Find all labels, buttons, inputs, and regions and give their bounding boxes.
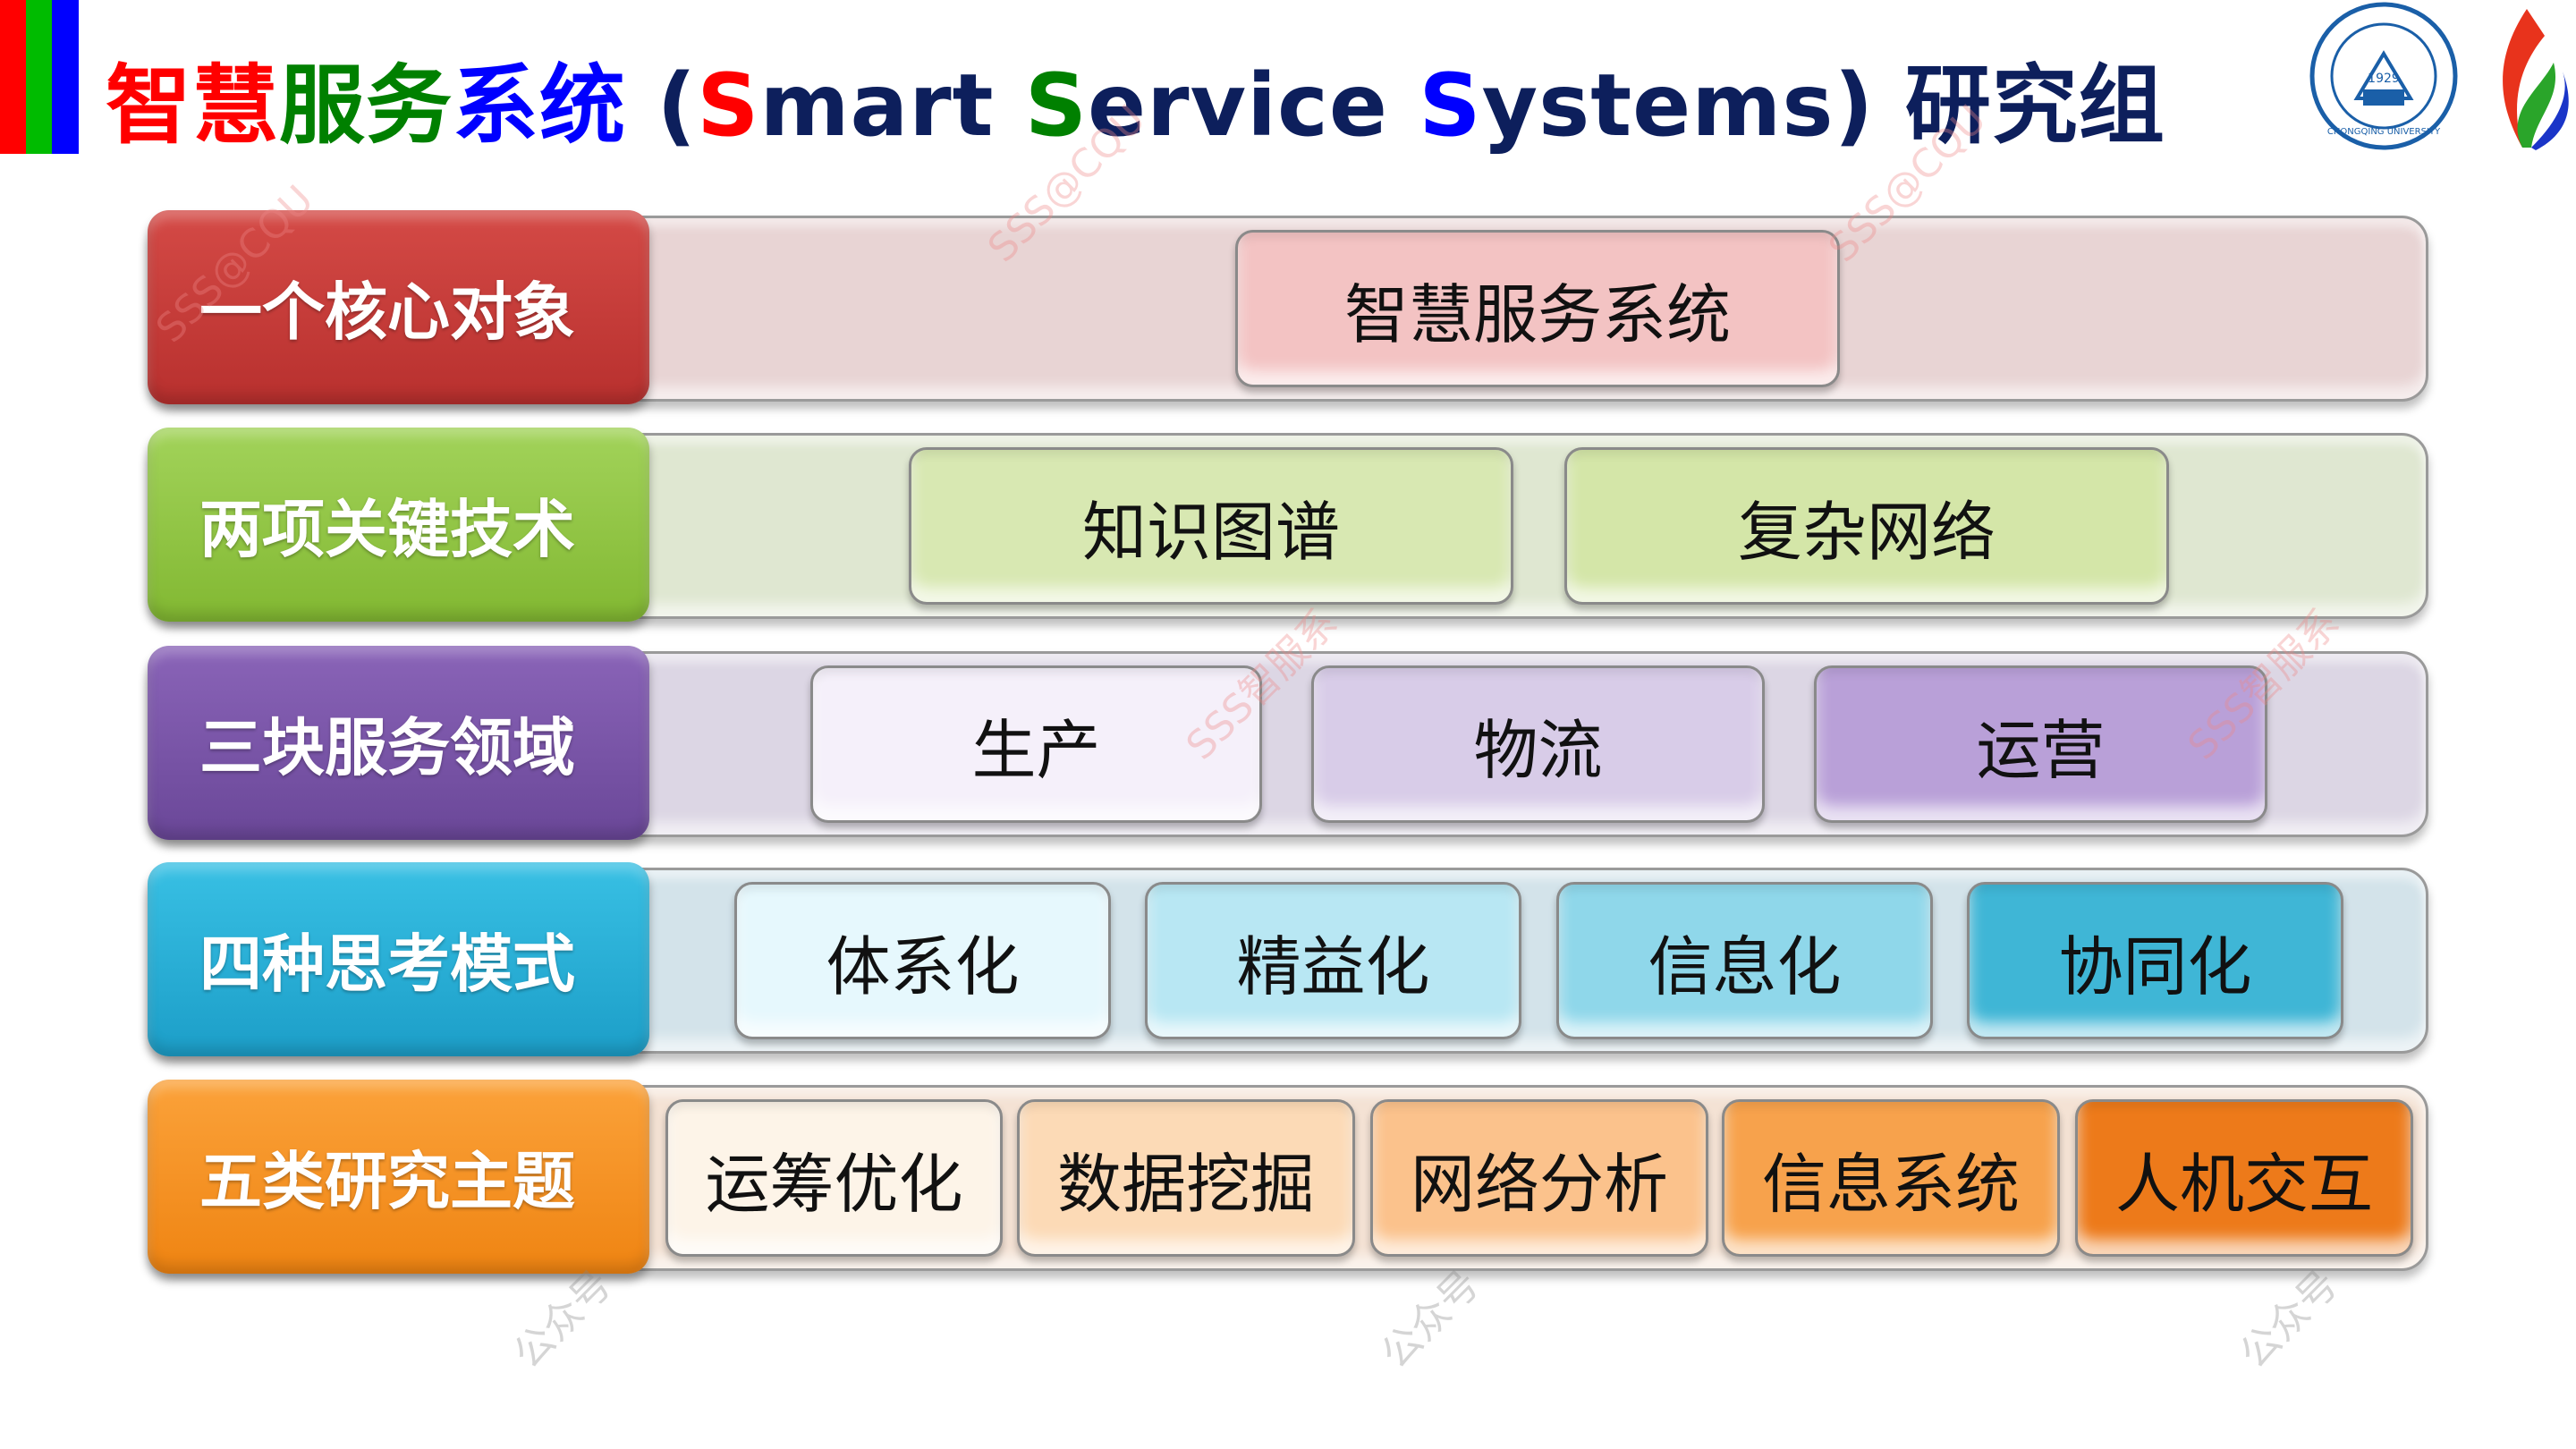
row-key-technologies: 知识图谱复杂网络 两项关键技术 bbox=[148, 428, 2428, 622]
title-part: 智慧 bbox=[106, 55, 279, 156]
title-part: ystems) 研究组 bbox=[1481, 55, 2165, 156]
item-box: 精益化 bbox=[1145, 882, 1521, 1039]
item-box: 知识图谱 bbox=[909, 447, 1513, 605]
row-service-domains: 生产物流运营 三块服务领域 bbox=[148, 646, 2428, 840]
row-core-object: 智慧服务系统 一个核心对象 bbox=[148, 210, 2428, 404]
logo-text: CHONGQING UNIVERSITY bbox=[2327, 127, 2441, 137]
logo-year: 1929 bbox=[2368, 72, 2400, 86]
title-part: S bbox=[1419, 55, 1482, 156]
accent-bar-green bbox=[26, 0, 52, 154]
accent-bar-blue bbox=[52, 0, 79, 154]
row-thinking-modes: 体系化精益化信息化协同化 四种思考模式 bbox=[148, 862, 2428, 1056]
item-box: 网络分析 bbox=[1370, 1099, 1708, 1257]
item-box: 复杂网络 bbox=[1564, 447, 2169, 605]
row-label: 四种思考模式 bbox=[148, 862, 649, 1056]
page-title: 智慧服务系统 (Smart Service Systems) 研究组 bbox=[106, 36, 2165, 160]
title-part: 服务 bbox=[279, 55, 453, 156]
item-box: 信息化 bbox=[1556, 882, 1933, 1039]
title-part: 系统 bbox=[453, 55, 626, 156]
item-box: 智慧服务系统 bbox=[1235, 230, 1840, 387]
row-label: 三块服务领域 bbox=[148, 646, 649, 840]
title-part: ervice bbox=[1088, 55, 1419, 156]
item-box: 人机交互 bbox=[2075, 1099, 2413, 1257]
row-label: 两项关键技术 bbox=[148, 428, 649, 622]
title-part: S bbox=[697, 55, 760, 156]
title-part: ( bbox=[626, 55, 698, 156]
accent-bar-red bbox=[0, 0, 26, 154]
title-part: S bbox=[1024, 55, 1089, 156]
row-label: 一个核心对象 bbox=[148, 210, 649, 404]
item-box: 协同化 bbox=[1967, 882, 2343, 1039]
row-label: 五类研究主题 bbox=[148, 1080, 649, 1274]
university-logo: 1929 CHONGQING UNIVERSITY bbox=[2309, 2, 2569, 150]
row-research-topics: 运筹优化数据挖掘网络分析信息系统人机交互 五类研究主题 bbox=[148, 1080, 2428, 1274]
item-box: 生产 bbox=[810, 665, 1262, 823]
title-part: mart bbox=[759, 55, 1025, 156]
item-box: 物流 bbox=[1311, 665, 1765, 823]
item-box: 信息系统 bbox=[1722, 1099, 2060, 1257]
item-box: 运营 bbox=[1814, 665, 2267, 823]
item-box: 运筹优化 bbox=[665, 1099, 1003, 1257]
item-box: 体系化 bbox=[734, 882, 1111, 1039]
item-box: 数据挖掘 bbox=[1017, 1099, 1355, 1257]
